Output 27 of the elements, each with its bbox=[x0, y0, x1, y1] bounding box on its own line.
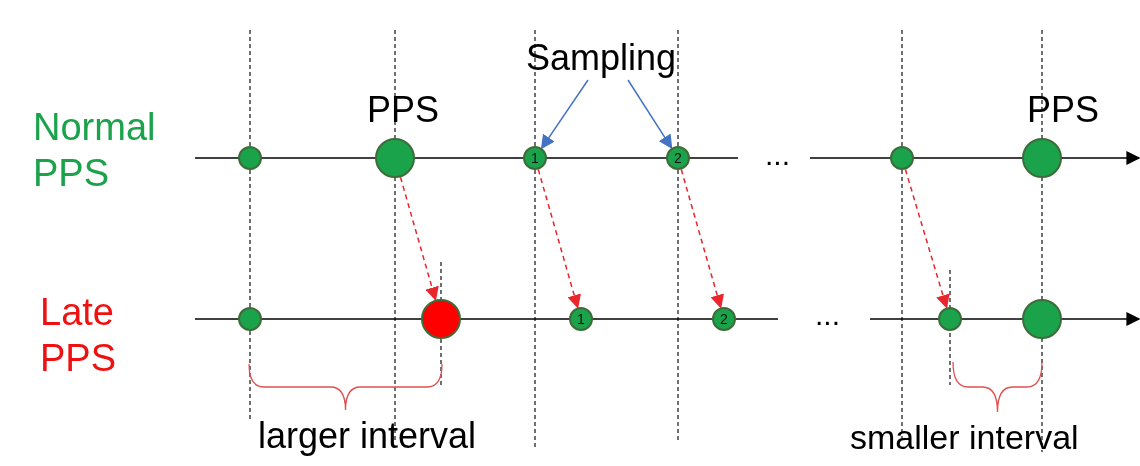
ellipsis: ... bbox=[815, 300, 840, 330]
arrow bbox=[904, 168, 950, 309]
numbered-dot: 2 bbox=[712, 307, 736, 331]
interval-label: smaller interval bbox=[850, 420, 1079, 454]
arrow bbox=[537, 168, 581, 309]
timing-dot bbox=[890, 146, 914, 170]
timing-dot bbox=[1022, 299, 1062, 339]
timing-dot bbox=[238, 146, 262, 170]
ellipsis: ... bbox=[765, 140, 790, 170]
sampling-label: Sampling bbox=[526, 40, 677, 76]
arrow bbox=[399, 176, 439, 302]
interval-label: larger interval bbox=[258, 418, 477, 454]
arrow bbox=[627, 79, 673, 150]
timing-dot bbox=[1022, 138, 1062, 178]
arrow bbox=[680, 168, 724, 309]
row-title: Normal PPS bbox=[33, 105, 157, 196]
timing-dot bbox=[421, 299, 461, 339]
pps-label: PPS bbox=[1027, 92, 1100, 128]
numbered-dot: 2 bbox=[666, 146, 690, 170]
timing-dot bbox=[238, 307, 262, 331]
arrow bbox=[540, 79, 589, 150]
row-title: Late PPS bbox=[40, 290, 118, 381]
numbered-dot: 1 bbox=[523, 146, 547, 170]
timing-dot bbox=[938, 307, 962, 331]
timing-dot bbox=[375, 138, 415, 178]
numbered-dot: 1 bbox=[569, 307, 593, 331]
pps-label: PPS bbox=[367, 92, 440, 128]
